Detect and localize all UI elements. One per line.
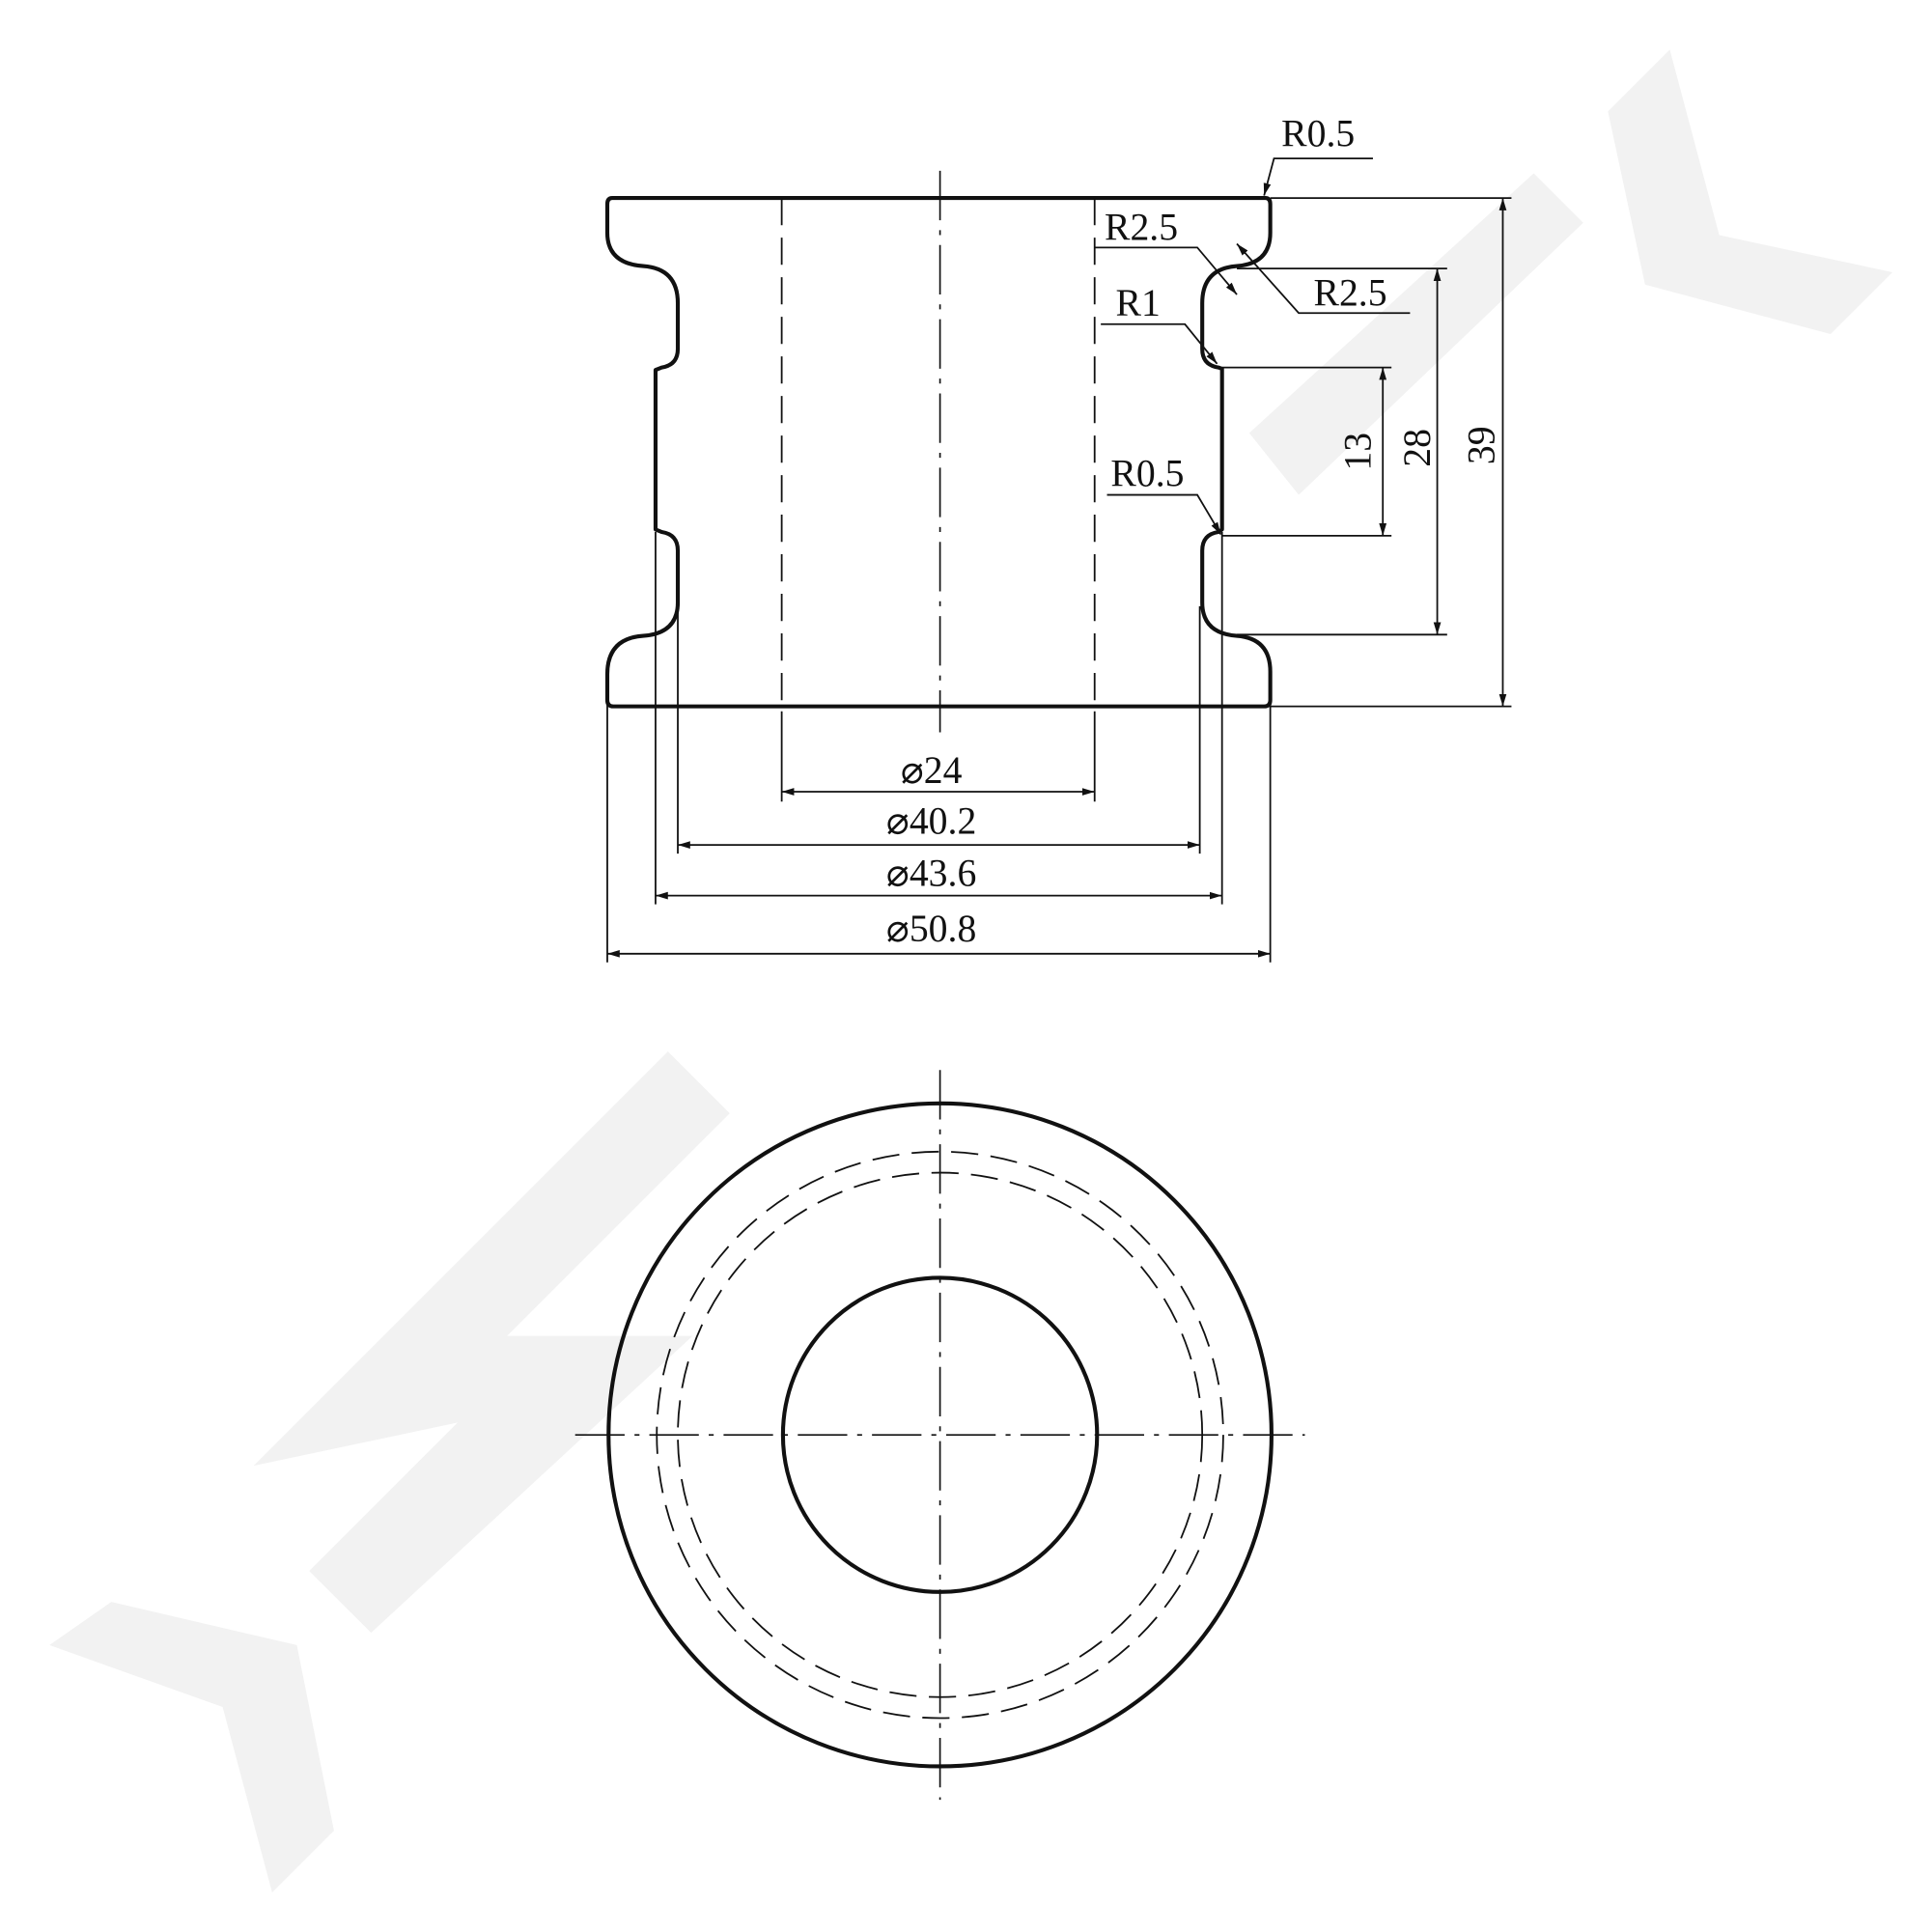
radius-r1: R1	[1116, 282, 1161, 324]
radius-callouts: R0.5 R2.5 R2.5 R1 R0.5	[1094, 112, 1411, 536]
dim-d40-2: ⌀40.2	[886, 800, 976, 843]
front-view: ⌀24 ⌀40.2 ⌀43.6 ⌀50.8 13 28 39 R0.5 R2.5…	[604, 112, 1512, 963]
watermark	[49, 49, 1893, 1893]
dim-h13: 13	[1336, 433, 1379, 471]
diameter-dimensions: ⌀24 ⌀40.2 ⌀43.6 ⌀50.8	[606, 749, 1271, 958]
top-view	[574, 1070, 1305, 1801]
dim-h39: 39	[1461, 426, 1503, 464]
height-dimensions: 13 28 39	[1336, 198, 1507, 707]
radius-r2-5-right: R2.5	[1313, 272, 1386, 315]
dim-d24: ⌀24	[901, 749, 963, 792]
radius-r0-5-top: R0.5	[1281, 112, 1355, 154]
dim-h28: 28	[1396, 429, 1439, 467]
part-profile	[604, 196, 1273, 709]
dim-d50-8: ⌀50.8	[886, 908, 976, 950]
extension-lines	[606, 197, 1512, 963]
dim-d43-6: ⌀43.6	[886, 852, 976, 894]
radius-r2-5-left: R2.5	[1105, 207, 1178, 249]
radius-r0-5-lower: R0.5	[1110, 453, 1184, 495]
